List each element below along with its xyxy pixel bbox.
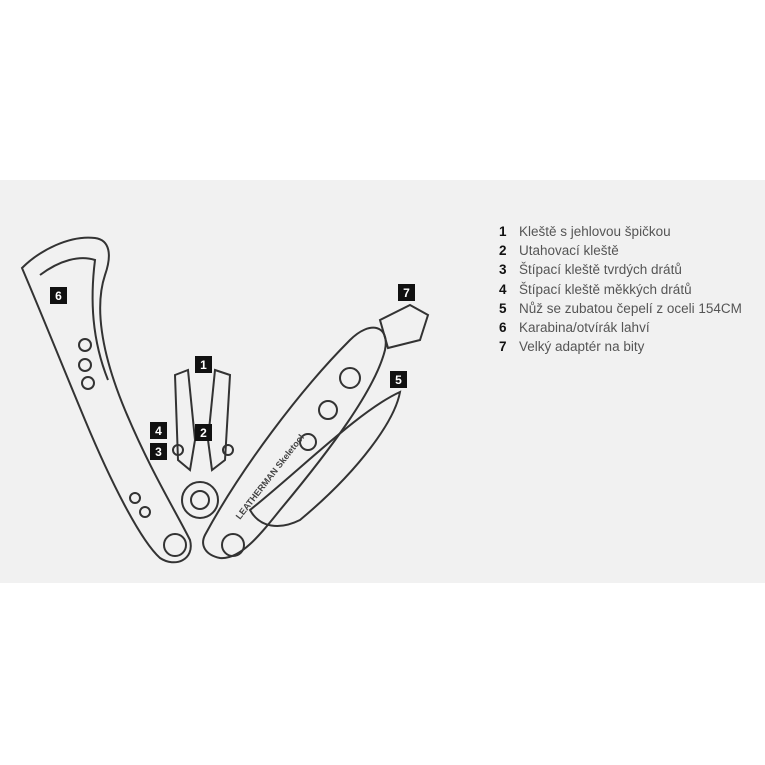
- callout-6: 6: [50, 287, 67, 304]
- handle-hole: [339, 367, 361, 389]
- handle-hole: [81, 376, 95, 390]
- handle-hole: [139, 506, 151, 518]
- legend-label: Karabina/otvírák lahví: [519, 320, 650, 336]
- handle-hole: [129, 492, 141, 504]
- serrated-blade: [248, 390, 402, 527]
- legend-label: Utahovací kleště: [519, 243, 619, 259]
- legend-item: 5 Nůž se zubatou čepelí z oceli 154CM: [499, 299, 742, 318]
- legend-number: 5: [499, 300, 507, 316]
- carabiner-handle: [20, 236, 192, 564]
- handle-hole: [299, 433, 317, 451]
- knife-handle: [202, 326, 387, 560]
- callout-4: 4: [150, 422, 167, 439]
- pliers-hole: [172, 444, 184, 456]
- pliers-hole: [222, 444, 234, 456]
- legend-label: Štípací kleště měkkých drátů: [519, 281, 692, 297]
- multitool-illustration: LEATHERMAN Skeletool: [20, 236, 430, 564]
- pliers-pivot: [181, 481, 219, 519]
- torx-screw: [221, 533, 245, 557]
- legend-item: 3 Štípací kleště tvrdých drátů: [499, 260, 742, 279]
- bit-adapter: [378, 303, 430, 350]
- legend-label: Kleště s jehlovou špičkou: [519, 224, 671, 240]
- brand-logo: LEATHERMAN Skeletool: [234, 432, 306, 521]
- legend-label: Velký adaptér na bity: [519, 339, 645, 355]
- legend-label: Štípací kleště tvrdých drátů: [519, 262, 682, 278]
- callout-2: 2: [195, 424, 212, 441]
- legend-number: 2: [499, 243, 507, 259]
- legend: 1 Kleště s jehlovou špičkou 2 Utahovací kl…: [499, 222, 742, 356]
- legend-number: 6: [499, 320, 507, 336]
- legend-item: 7 Velký adaptér na bity: [499, 337, 742, 356]
- diagram-background: [0, 180, 765, 583]
- legend-number: 7: [499, 339, 507, 355]
- legend-item: 1 Kleště s jehlovou špičkou: [499, 222, 742, 241]
- carabiner-gate: [39, 257, 109, 381]
- legend-item: 2 Utahovací kleště: [499, 241, 742, 260]
- legend-number: 1: [499, 224, 507, 240]
- legend-item: 4 Štípací kleště měkkých drátů: [499, 280, 742, 299]
- callout-1: 1: [195, 356, 212, 373]
- callout-5: 5: [390, 371, 407, 388]
- legend-item: 6 Karabina/otvírák lahví: [499, 318, 742, 337]
- pliers-pivot-inner: [190, 490, 210, 510]
- legend-number: 3: [499, 262, 507, 278]
- handle-hole: [78, 358, 92, 372]
- callout-3: 3: [150, 443, 167, 460]
- legend-label: Nůž se zubatou čepelí z oceli 154CM: [519, 300, 742, 316]
- handle-hole: [318, 400, 338, 420]
- callout-7: 7: [398, 284, 415, 301]
- legend-number: 4: [499, 281, 507, 297]
- handle-hole: [78, 338, 92, 352]
- torx-screw: [163, 533, 187, 557]
